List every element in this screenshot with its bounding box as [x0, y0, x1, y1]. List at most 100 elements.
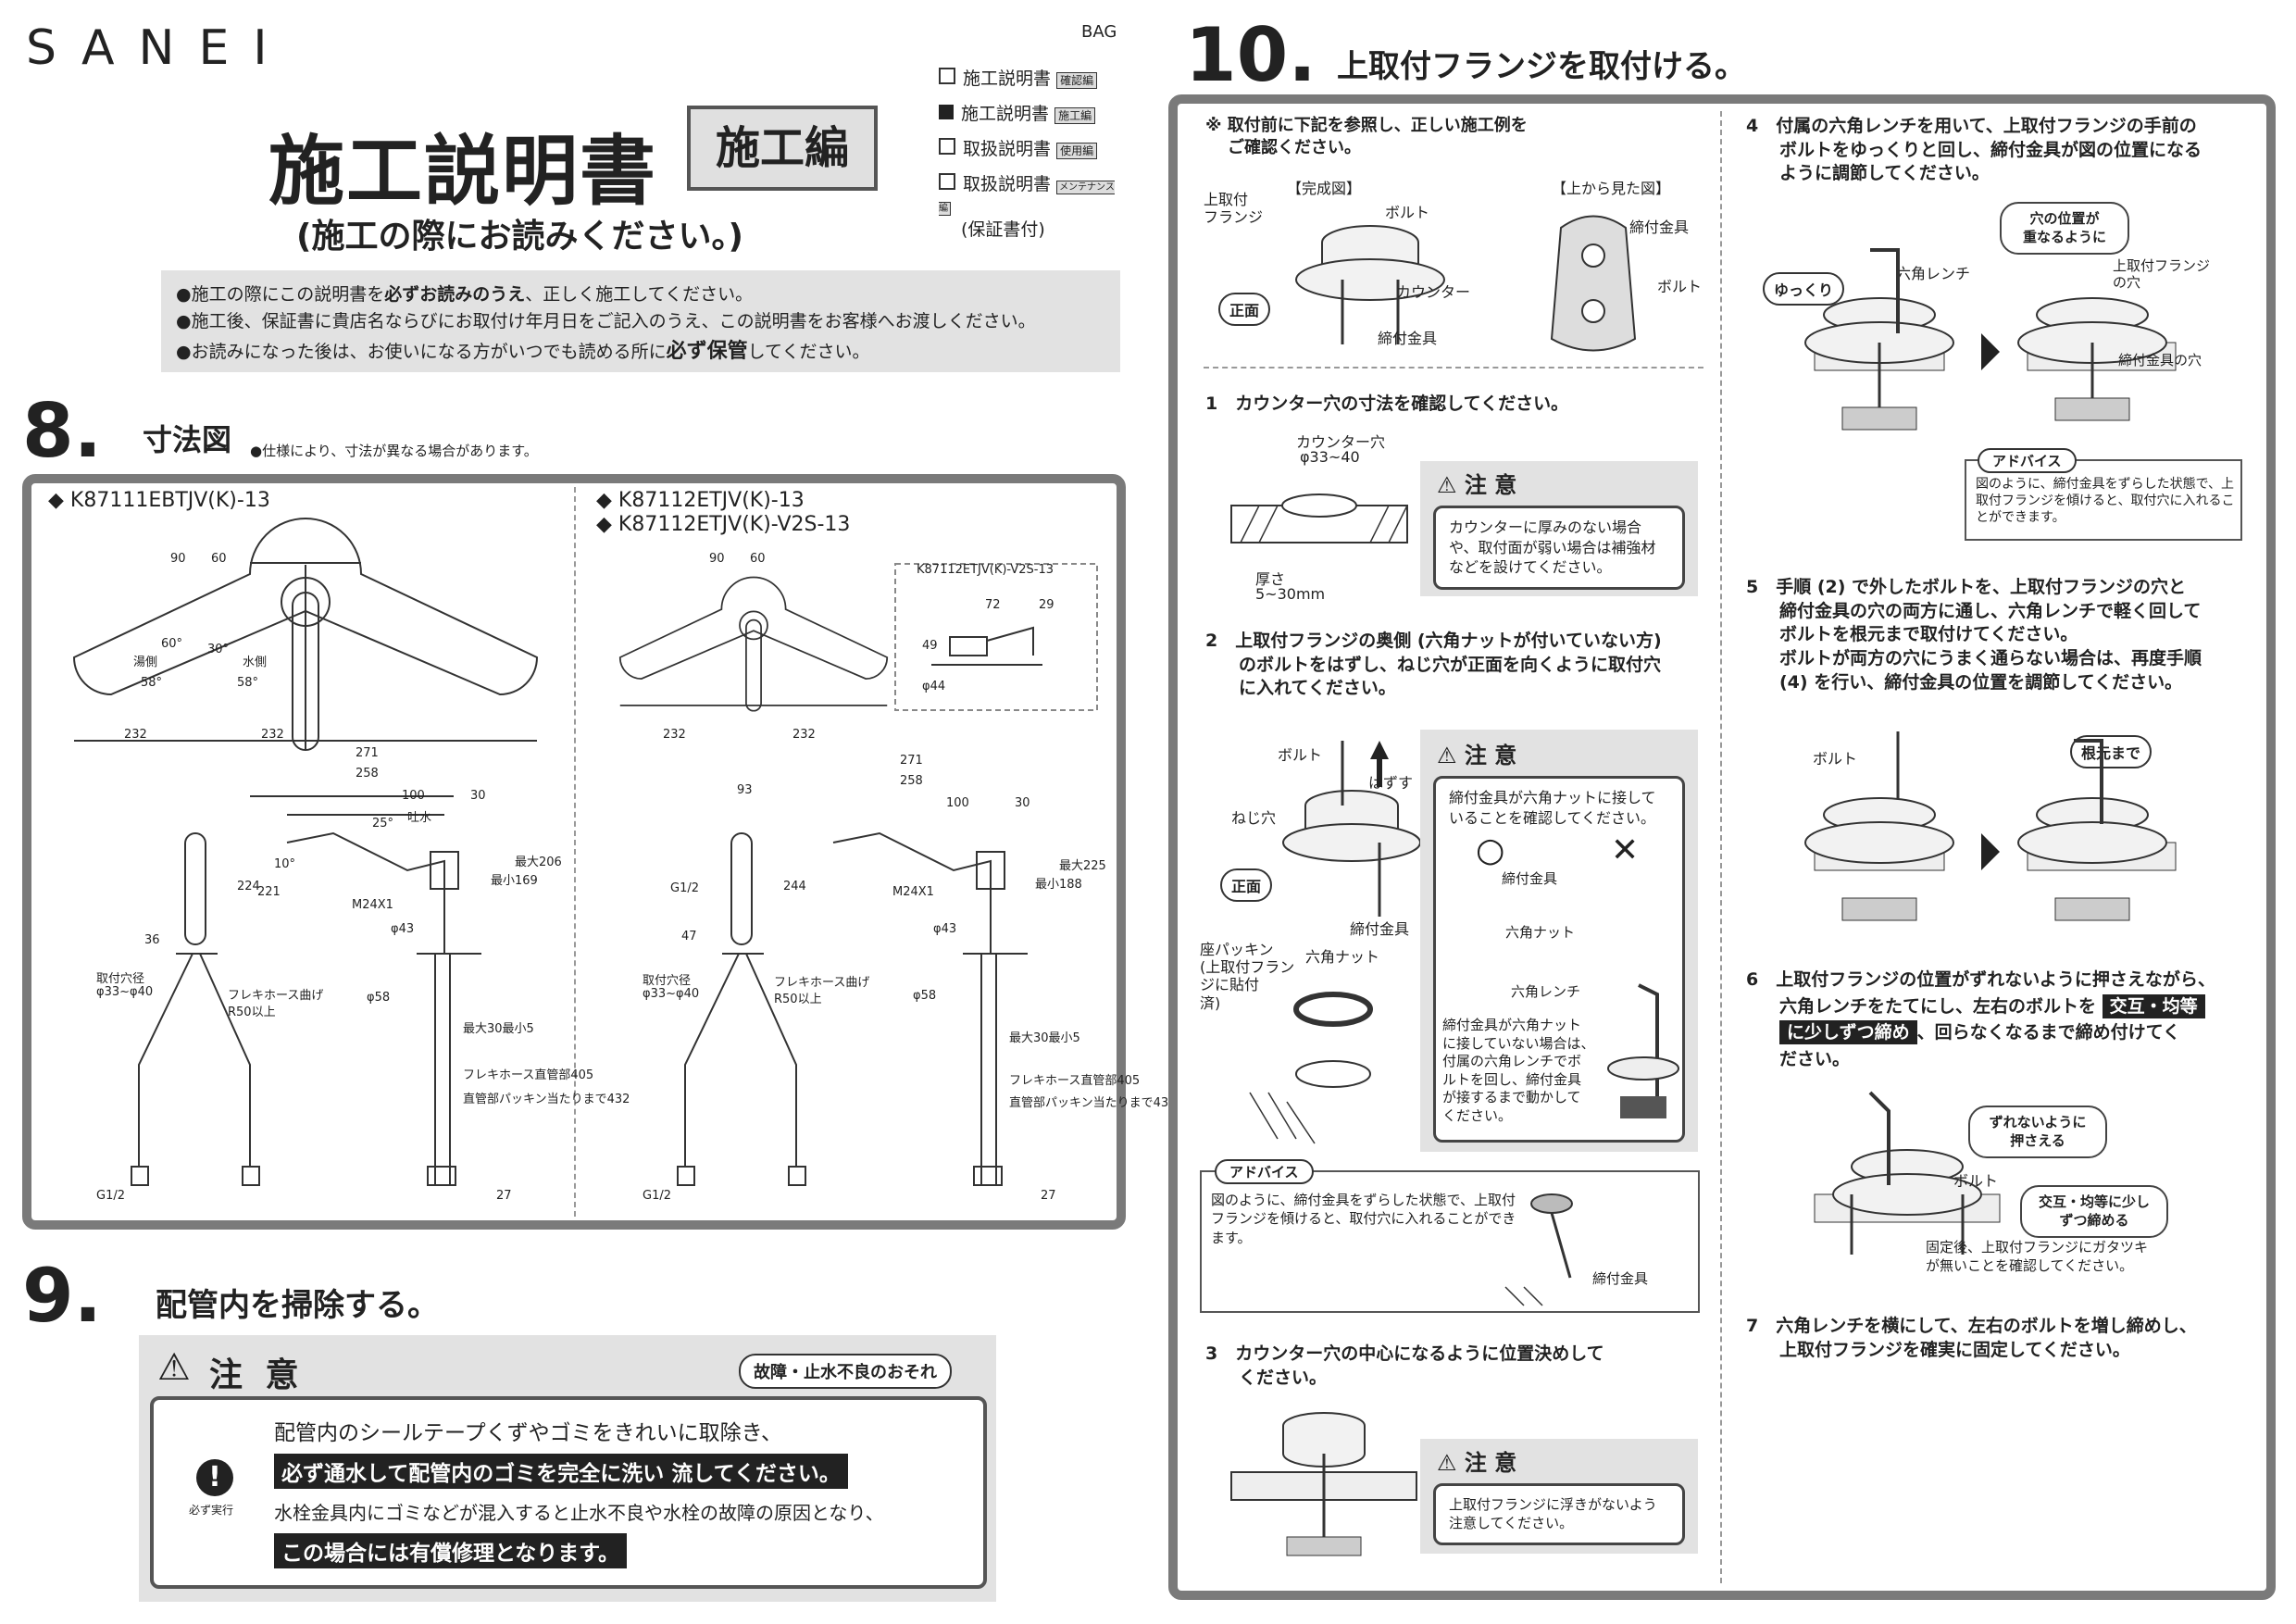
brand-logo: SANEI: [26, 20, 292, 76]
top-view-illustration: [1550, 215, 1637, 352]
dim-pack432: 直管部パッキン当たりまで432: [463, 1093, 630, 1106]
flange-hole-label: 上取付フランジ の穴: [2113, 257, 2211, 291]
top-clamp-label: 締付金具: [1629, 219, 1690, 236]
inset-model-label: K87112ETJV(K)-V2S-13: [917, 563, 1054, 577]
dim-224: 224: [237, 880, 260, 893]
wrench-illustration: [1607, 983, 1679, 1118]
counter-hole-illustration: [1230, 493, 1408, 543]
advice-clamp-label: 締付金具: [1592, 1270, 1649, 1287]
dim-27: 27: [496, 1189, 512, 1203]
dim-47: 47: [681, 930, 697, 943]
section-8-note: ●仕様により、寸法が異なる場合があります。: [250, 443, 538, 459]
width-232-left: 232: [124, 728, 147, 742]
caution2-clamp: 締付金具: [1502, 870, 1558, 887]
doc-index: 施工説明書 確認編 施工説明書 施工編 取扱説明書 使用編 取扱説明書 メンテナ…: [939, 65, 1124, 241]
caution-2-head: ⚠ 注 意: [1437, 743, 1517, 768]
dim-flex405-b: フレキホース直管部405: [1009, 1074, 1141, 1088]
notice-box: ●施工の際にこの説明書を必ずお読みのうえ、正しく施工してください。 ●施工後、保…: [161, 270, 1120, 372]
drawing-b-side-view: [677, 831, 1028, 1186]
divider: [574, 487, 576, 1217]
step-7: 7 六角レンチを横にして、左右のボルトを増し締めし、上取付フランジを確実に固定し…: [1746, 1316, 2197, 1360]
dim-36: 36: [144, 933, 160, 947]
dim-49: 49: [922, 639, 938, 653]
dim-max30-b: 最大30最小5: [1009, 1031, 1080, 1045]
dim-30-b: 30: [1015, 796, 1030, 810]
dim-72: 72: [985, 598, 1001, 612]
hose-r50: R50以上: [228, 1006, 276, 1019]
angle-10: 10°: [274, 857, 296, 871]
step2-clamp: 締付金具: [1350, 920, 1410, 938]
model-a-label: ◆ K87111EBTJV(K)-13: [48, 489, 270, 512]
step-4: 4 付属の六角レンチを用いて、上取付フランジの手前のボルトをゆっくりと回し、締付…: [1746, 116, 2202, 184]
mount-hole-label: 取付穴径: [96, 972, 145, 986]
caution2-wrench: 六角レンチ: [1511, 983, 1581, 1000]
warning-icon: ⚠: [157, 1346, 191, 1389]
ok-mark: ○: [1476, 831, 1505, 869]
angle-58-right: 58°: [237, 676, 259, 690]
advice-tag-4: アドバイス: [1978, 448, 2077, 473]
caution-2-body: 締付金具が六角ナットに接していることを確認してください。: [1433, 776, 1685, 1143]
hose-bend-label: フレキホース曲げ: [228, 989, 324, 1003]
checkbox-icon: [939, 68, 955, 84]
step5-illustration: [1804, 731, 2177, 921]
spout-label: 吐水: [407, 811, 432, 825]
section-10-number: 10.: [1185, 12, 1316, 98]
dim-100: 100: [402, 789, 425, 803]
doc-index-item: 取扱説明書 メンテナンス編(保証書付): [939, 173, 1115, 240]
dim-phi58: φ58: [367, 991, 391, 1005]
doc-index-item: 取扱説明書 使用編: [939, 135, 1124, 170]
caution-3-text: 上取付フランジに浮きがないよう注意してください。: [1433, 1483, 1685, 1545]
dim-90-b: 90: [709, 552, 725, 566]
hot-side: 湯側: [133, 656, 158, 669]
dim-244: 244: [783, 880, 806, 893]
done-figure-title: 【完成図】: [1287, 180, 1362, 197]
counter-label: カウンター: [1396, 283, 1471, 301]
hole-label: カウンター穴: [1296, 433, 1386, 451]
flange-label: 上取付 フランジ: [1204, 191, 1264, 227]
dim-221: 221: [257, 885, 281, 899]
warning-icon: ⚠: [1437, 743, 1457, 768]
width-232-left-b: 232: [663, 728, 686, 742]
hose-r50-b: R50以上: [774, 993, 822, 1006]
dim-max30: 最大30最小5: [463, 1022, 534, 1036]
dim-258-b: 258: [900, 774, 923, 788]
must-do-icon: !: [196, 1459, 233, 1496]
thickness-label: 厚さ: [1255, 570, 1286, 588]
thread-m24: M24X1: [352, 898, 393, 912]
align-callout: 穴の位置が 重なるように: [2000, 202, 2129, 255]
thread-g12-top: G1/2: [670, 881, 699, 895]
thickness-value: 5~30mm: [1255, 585, 1326, 603]
sec9-line3: 水栓金具内にゴミなどが混入すると止水不良や水栓の故障の原因となり、: [274, 1502, 884, 1524]
caution-3-head: ⚠ 注 意: [1437, 1450, 1517, 1476]
dim-100-b: 100: [946, 796, 969, 810]
mount-hole-dia-b: φ33~φ40: [643, 987, 700, 1001]
inset-frame: [894, 563, 1098, 711]
pre-note: ※ 取付前に下記を参照し、正しい施工例をご確認ください。: [1205, 116, 1528, 158]
checkbox-icon: [939, 173, 955, 190]
advice-tag: アドバイス: [1215, 1159, 1314, 1184]
dim-phi58-b: φ58: [913, 989, 937, 1003]
step6-bolt: ボルト: [1953, 1172, 1999, 1190]
dim-min188: 最小188: [1035, 878, 1082, 892]
section-8-number: 8.: [22, 388, 103, 474]
top-bolt-label: ボルト: [1657, 278, 1703, 295]
divider: [1204, 367, 1703, 369]
top-view-title: 【上から見た図】: [1552, 180, 1671, 197]
slow-label: ゆっくり: [1763, 272, 1845, 306]
bolt-label: ボルト: [1385, 204, 1430, 221]
angle-60: 60°: [161, 637, 183, 651]
dim-phi43-b: φ43: [933, 922, 957, 936]
step6-illustration: [1814, 1091, 2001, 1255]
hose-bend-label-b: フレキホース曲げ: [774, 976, 870, 990]
step-3: 3 カウンター穴の中心になるように位置決めしてください。: [1205, 1343, 1604, 1388]
advice-box-4: [1965, 459, 2242, 541]
dim-258: 258: [356, 767, 379, 781]
dim-max225: 最大225: [1059, 859, 1106, 873]
drawing-a-side-view: [131, 795, 481, 1186]
packing-illustration: [1249, 992, 1373, 1144]
dim-flex405: フレキホース直管部405: [463, 1068, 594, 1082]
angle-25: 25°: [372, 817, 394, 831]
thread-g12-b: G1/2: [643, 1189, 671, 1203]
flange-illustration: [1295, 225, 1445, 344]
step2-screw-hole: ねじ穴: [1231, 809, 1277, 827]
